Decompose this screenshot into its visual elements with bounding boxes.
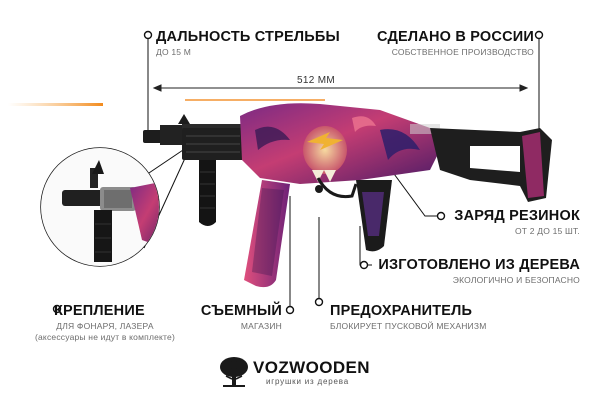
safety-callout: ПРЕДОХРАНИТЕЛЬ блокирует пусковой механи… bbox=[330, 303, 486, 332]
wood-subtitle: экологично и безопасно bbox=[452, 275, 580, 285]
range-subtitle: до 15 м bbox=[156, 47, 192, 57]
mount-callout: КРЕПЛЕНИЕ для фонаря, лазера (аксессуары… bbox=[14, 303, 196, 343]
range-title: ДАЛЬНОСТЬ СТРЕЛЬБЫ bbox=[156, 29, 340, 45]
ammo-subtitle: от 2 до 15 шт. bbox=[514, 226, 580, 236]
magazine-callout: СЪЕМНЫЙ магазин bbox=[201, 303, 282, 332]
ammo-title: ЗАРЯД РЕЗИНОК bbox=[454, 208, 580, 224]
mount-title: КРЕПЛЕНИЕ bbox=[54, 303, 145, 319]
tree-logo-icon bbox=[220, 357, 248, 387]
mount-subtitle-1: для фонаря, лазера bbox=[56, 321, 154, 331]
ammo-callout: ЗАРЯД РЕЗИНОК от 2 до 15 шт. bbox=[454, 208, 580, 237]
length-dimension-line bbox=[152, 84, 529, 92]
rifle-body bbox=[143, 103, 552, 288]
mount-zoom-inset bbox=[40, 147, 160, 267]
range-callout: ДАЛЬНОСТЬ СТРЕЛЬБЫ до 15 м bbox=[156, 29, 340, 58]
made-title: СДЕЛАНО В РОССИИ bbox=[377, 29, 534, 45]
mount-subtitle-2: (аксессуары не идут в комплекте) bbox=[34, 332, 176, 342]
wood-title: ИЗГОТОВЛЕНО ИЗ ДЕРЕВА bbox=[378, 257, 580, 273]
laser-beam bbox=[8, 99, 325, 106]
magazine-subtitle: магазин bbox=[240, 321, 282, 331]
callout-dot-icon bbox=[52, 30, 544, 315]
made-subtitle: собственное производство bbox=[391, 47, 534, 57]
length-label: 512 ММ bbox=[297, 75, 335, 86]
made-in-russia-callout: СДЕЛАНО В РОССИИ собственное производств… bbox=[377, 29, 534, 58]
brand-slogan: игрушки из дерева bbox=[266, 377, 349, 386]
wood-callout: ИЗГОТОВЛЕНО ИЗ ДЕРЕВА экологично и безоп… bbox=[378, 257, 580, 286]
brand-logo: VOZWOODEN игрушки из дерева bbox=[219, 355, 389, 391]
safety-subtitle: блокирует пусковой механизм bbox=[330, 321, 487, 331]
magazine-title: СЪЕМНЫЙ bbox=[200, 303, 282, 319]
brand-name: VOZWOODEN bbox=[253, 358, 370, 377]
safety-title: ПРЕДОХРАНИТЕЛЬ bbox=[330, 303, 473, 319]
